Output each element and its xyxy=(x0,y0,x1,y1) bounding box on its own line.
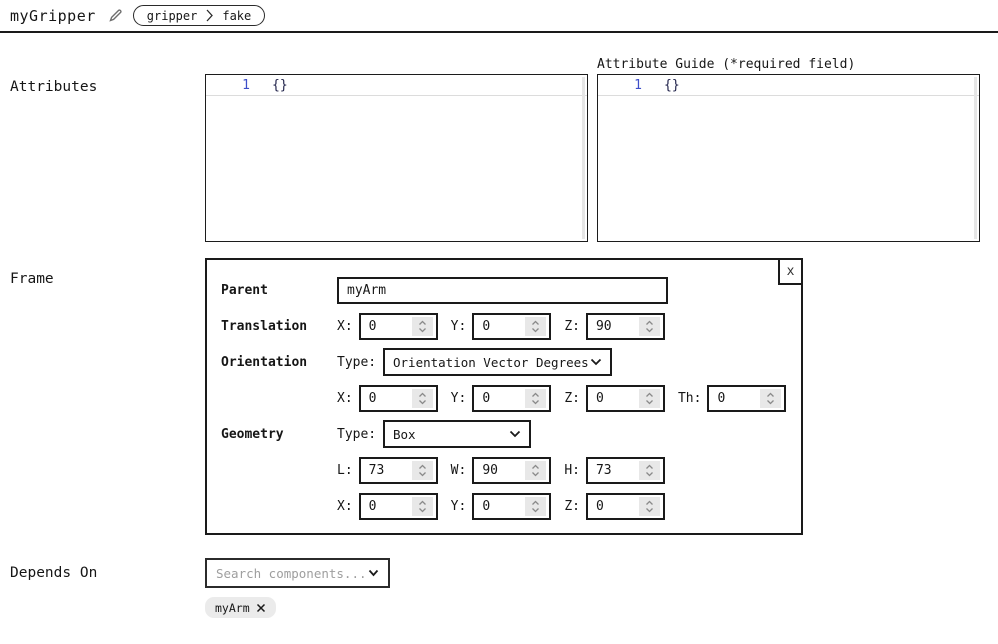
geometry-l-label: L: xyxy=(337,462,353,478)
depends-on-label: Depends On xyxy=(10,565,98,581)
component-type-badge: gripper fake xyxy=(132,5,266,26)
attributes-label: Attributes xyxy=(10,79,98,95)
parent-value: myArm xyxy=(347,282,387,298)
chevron-right-icon xyxy=(206,9,214,22)
chevron-down-icon xyxy=(368,569,379,577)
translation-z-input[interactable]: 90 xyxy=(585,312,665,340)
component-header: myGripper gripper fake xyxy=(0,0,998,33)
attributes-editor[interactable]: 1 {} xyxy=(205,74,588,242)
stepper-icon[interactable] xyxy=(411,388,433,408)
translation-row: Translation X: 0 Y: 0 Z: 90 xyxy=(221,312,801,340)
geometry-row: Geometry Type: Box xyxy=(221,420,801,448)
badge-type-label: gripper xyxy=(146,8,198,23)
orientation-th-input[interactable]: 0 xyxy=(707,384,787,412)
orientation-x-label: X: xyxy=(337,390,353,406)
orientation-y-label: Y: xyxy=(450,390,467,406)
orientation-type-select[interactable]: Orientation Vector Degrees xyxy=(383,348,612,376)
stepper-icon[interactable] xyxy=(638,316,660,336)
geometry-z-label: Z: xyxy=(564,498,580,514)
parent-row: Parent myArm xyxy=(221,276,801,304)
stepper-icon[interactable] xyxy=(525,388,547,408)
geometry-dims-row: L: 73 W: 90 H: 73 xyxy=(221,456,801,484)
editor-content: {} xyxy=(272,77,288,93)
edit-name-icon[interactable] xyxy=(108,8,123,23)
translation-x-input[interactable]: 0 xyxy=(358,312,438,340)
geometry-x-label: X: xyxy=(337,498,353,514)
attribute-guide-editor[interactable]: 1 {} xyxy=(597,74,980,242)
search-placeholder: Search components... xyxy=(216,565,367,581)
stepper-icon[interactable] xyxy=(638,388,660,408)
orientation-values-row: X: 0 Y: 0 Z: 0 Th xyxy=(221,384,801,412)
translation-y-input[interactable]: 0 xyxy=(472,312,552,340)
stepper-icon[interactable] xyxy=(525,460,547,480)
chevron-down-icon xyxy=(590,358,602,366)
line-number: 1 xyxy=(634,77,642,93)
stepper-icon[interactable] xyxy=(760,388,782,408)
stepper-icon[interactable] xyxy=(525,496,547,516)
orientation-y-input[interactable]: 0 xyxy=(472,384,552,412)
editor-content: {} xyxy=(664,77,680,93)
chevron-down-icon xyxy=(509,430,521,438)
stepper-icon[interactable] xyxy=(411,496,433,516)
geometry-type-select[interactable]: Box xyxy=(383,420,531,448)
frame-panel: x Parent myArm Translation X: 0 Y: 0 xyxy=(205,258,803,535)
geometry-w-input[interactable]: 90 xyxy=(472,456,552,484)
geometry-y-input[interactable]: 0 xyxy=(472,492,552,520)
depends-on-select[interactable]: Search components... xyxy=(205,558,390,588)
editor-active-line: 1 {} xyxy=(206,75,587,96)
stepper-icon[interactable] xyxy=(638,460,660,480)
geometry-x-input[interactable]: 0 xyxy=(358,492,438,520)
geometry-type-label: Type: xyxy=(337,426,377,442)
geometry-h-input[interactable]: 73 xyxy=(585,456,665,484)
line-number: 1 xyxy=(242,77,250,93)
dependency-chip-label: myArm xyxy=(215,600,250,615)
geometry-z-input[interactable]: 0 xyxy=(585,492,665,520)
remove-dependency-icon[interactable] xyxy=(256,603,266,613)
stepper-icon[interactable] xyxy=(411,460,433,480)
orientation-th-label: Th: xyxy=(677,390,702,406)
translation-y-label: Y: xyxy=(450,318,467,334)
translation-label: Translation xyxy=(221,318,308,334)
geometry-w-label: W: xyxy=(450,462,467,478)
dependency-chip: myArm xyxy=(205,597,276,618)
translation-z-label: Z: xyxy=(564,318,580,334)
parent-input[interactable]: myArm xyxy=(337,276,668,304)
orientation-z-label: Z: xyxy=(564,390,580,406)
geometry-offsets-row: X: 0 Y: 0 Z: 0 xyxy=(221,492,801,520)
orientation-type-label: Type: xyxy=(337,354,377,370)
component-name: myGripper xyxy=(10,6,96,25)
geometry-l-input[interactable]: 73 xyxy=(358,456,438,484)
orientation-label: Orientation xyxy=(221,354,308,370)
geometry-label: Geometry xyxy=(221,426,284,442)
stepper-icon[interactable] xyxy=(411,316,433,336)
translation-x-label: X: xyxy=(337,318,353,334)
orientation-z-input[interactable]: 0 xyxy=(585,384,665,412)
badge-model-label: fake xyxy=(222,8,252,23)
frame-label: Frame xyxy=(10,271,54,287)
attribute-guide-label: Attribute Guide (*required field) xyxy=(597,57,856,72)
stepper-icon[interactable] xyxy=(525,316,547,336)
geometry-h-label: H: xyxy=(564,462,580,478)
stepper-icon[interactable] xyxy=(638,496,660,516)
parent-label: Parent xyxy=(221,282,268,298)
editor-active-line: 1 {} xyxy=(598,75,979,96)
frame-close-button[interactable]: x xyxy=(778,258,803,285)
orientation-row: Orientation Type: Orientation Vector Deg… xyxy=(221,348,801,376)
geometry-y-label: Y: xyxy=(450,498,467,514)
orientation-x-input[interactable]: 0 xyxy=(358,384,438,412)
